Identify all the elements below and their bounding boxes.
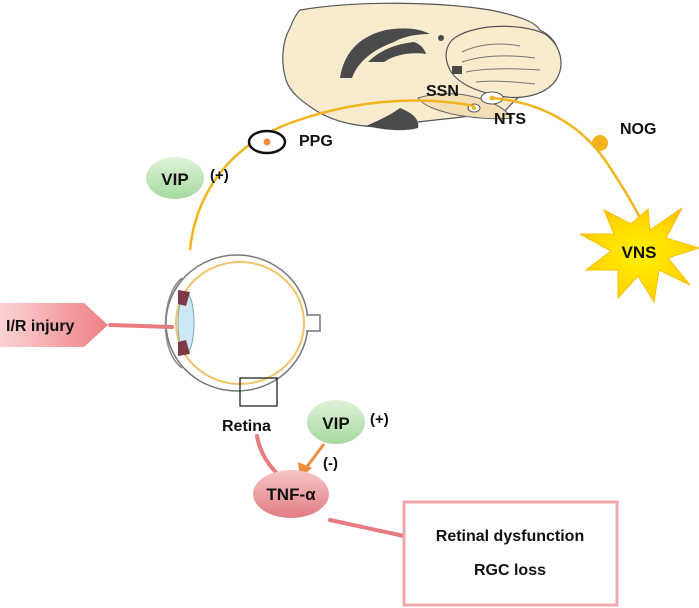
vip-bottom-bubble [307, 400, 365, 444]
vip-bottom-label: VIP [322, 414, 349, 433]
nts-label: NTS [494, 111, 526, 128]
cerebellum-dark-spot [452, 66, 462, 74]
cornea [164, 277, 183, 369]
ppg-label: PPG [299, 133, 333, 150]
ppg-ganglion-dot [263, 138, 271, 146]
optic-nerve [306, 314, 321, 332]
parasympathetic-pathway [188, 99, 475, 251]
pineal-dot [438, 35, 444, 41]
ir-injury-arrow [0, 303, 108, 347]
outcome-line2: RGC loss [474, 562, 546, 579]
retina-zoom-box [239, 377, 278, 407]
vip-top-bubble [146, 157, 204, 199]
eyeball-retina-layer [175, 261, 305, 385]
vip-top-label: VIP [161, 170, 188, 189]
iris-upper [178, 290, 190, 306]
iris-lower [178, 340, 190, 356]
cerebellum-folia [461, 43, 541, 85]
ssn-label: SSN [426, 83, 459, 100]
tnf-label: TNF-α [266, 485, 316, 504]
eye-illustration [164, 254, 321, 407]
vns-burst [579, 207, 699, 304]
outcome-line1: Retinal dysfunction [436, 528, 584, 545]
ir-injury-label: I/R injury [6, 318, 75, 335]
vagal-afferent-pathway [491, 96, 647, 231]
fornix [368, 42, 426, 62]
inhibit-sign: (-) [323, 455, 338, 472]
brain-cerebellum [445, 25, 562, 99]
vip-inhibit-arrow-line [304, 443, 326, 469]
injury-connector [108, 323, 174, 329]
brain-illustration [282, 2, 562, 131]
pons [366, 108, 419, 131]
vns-label: VNS [622, 243, 657, 262]
outcome-box [402, 500, 619, 607]
vip-bottom-sign: (+) [370, 411, 389, 428]
brainstem [417, 93, 513, 120]
vip-top-sign: (+) [210, 167, 229, 184]
retina-label: Retina [222, 418, 271, 435]
tnf-to-outcome-line [328, 518, 406, 538]
nog-ganglion [592, 135, 608, 151]
nog-label: NOG [620, 121, 656, 138]
corpus-callosum [340, 28, 430, 78]
tnf-bubble [253, 470, 329, 518]
